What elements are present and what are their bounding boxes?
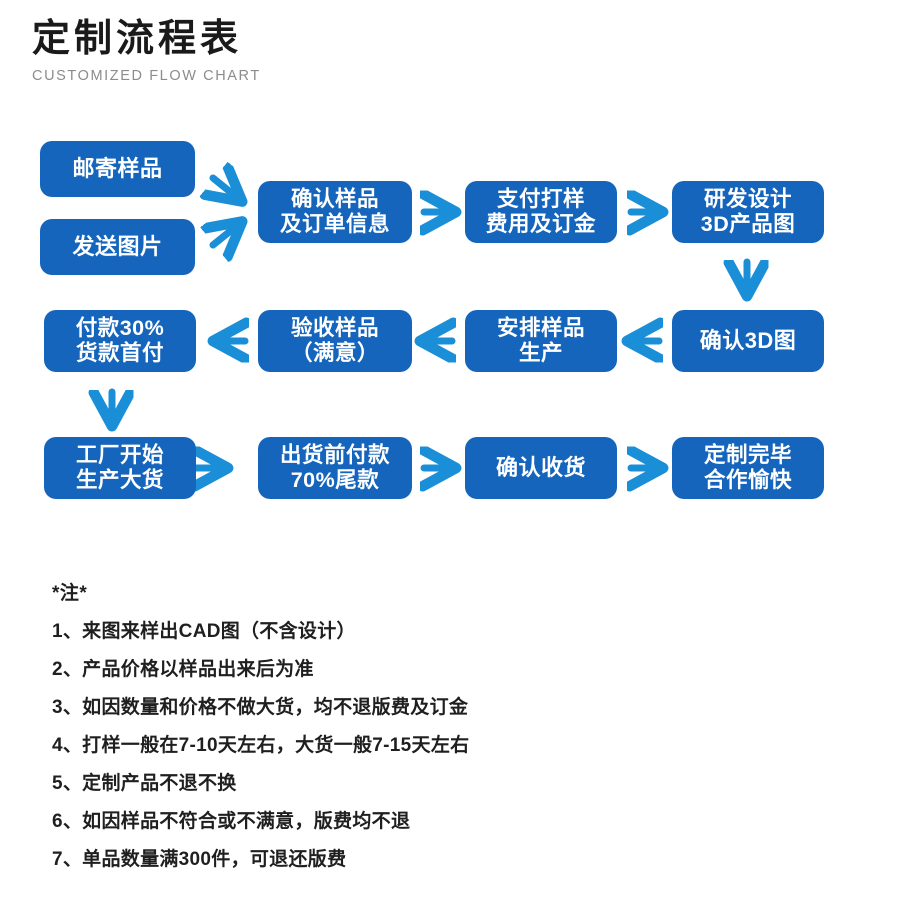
flow-chart: 邮寄样品 发送图片 确认样品 及订单信息 支付打样 费用及订金 研发设计 3D产…: [40, 141, 824, 499]
flow-node-mail-sample[interactable]: 邮寄样品: [40, 141, 195, 197]
flow-node-inspect-sample[interactable]: 验收样品 （满意）: [258, 310, 412, 372]
flow-node-arrange-sample-production[interactable]: 安排样品 生产: [465, 310, 617, 372]
notes-section: *注* 1、来图来样出CAD图（不含设计） 2、产品价格以样品出来后为准 3、如…: [52, 578, 862, 882]
note-item-7: 7、单品数量满300件，可退还版费: [52, 849, 347, 870]
arrow-send-photo-to-confirm: [213, 224, 239, 245]
page-header: 定制流程表 CUSTOMIZED FLOW CHART: [32, 18, 532, 84]
page-title: 定制流程表: [32, 18, 243, 60]
flow-node-confirm-receipt[interactable]: 确认收货: [465, 437, 617, 499]
notes-heading: *注*: [52, 583, 88, 604]
flow-node-design-3d[interactable]: 研发设计 3D产品图: [672, 181, 824, 243]
flow-node-confirm-3d[interactable]: 确认3D图: [672, 310, 824, 372]
note-item-1: 1、来图来样出CAD图（不含设计）: [52, 621, 356, 642]
flow-node-custom-complete[interactable]: 定制完毕 合作愉快: [672, 437, 824, 499]
note-item-2: 2、产品价格以样品出来后为准: [52, 659, 314, 680]
note-item-5: 5、定制产品不退不换: [52, 773, 237, 794]
page-subtitle: CUSTOMIZED FLOW CHART: [32, 67, 261, 84]
flow-node-send-photo[interactable]: 发送图片: [40, 219, 195, 275]
flow-node-pay-30-percent[interactable]: 付款30% 货款首付: [44, 310, 196, 372]
flow-node-factory-bulk-production[interactable]: 工厂开始 生产大货: [44, 437, 196, 499]
flow-node-pay-sampling-fee[interactable]: 支付打样 费用及订金: [465, 181, 617, 243]
note-item-4: 4、打样一般在7-10天左右，大货一般7-15天左右: [52, 735, 470, 756]
flow-node-pay-70-balance[interactable]: 出货前付款 70%尾款: [258, 437, 412, 499]
note-item-6: 6、如因样品不符合或不满意，版费均不退: [52, 811, 411, 832]
arrow-mail-sample-to-confirm: [213, 178, 239, 199]
flow-node-confirm-sample-order[interactable]: 确认样品 及订单信息: [258, 181, 412, 243]
note-item-3: 3、如因数量和价格不做大货，均不退版费及订金: [52, 697, 469, 718]
